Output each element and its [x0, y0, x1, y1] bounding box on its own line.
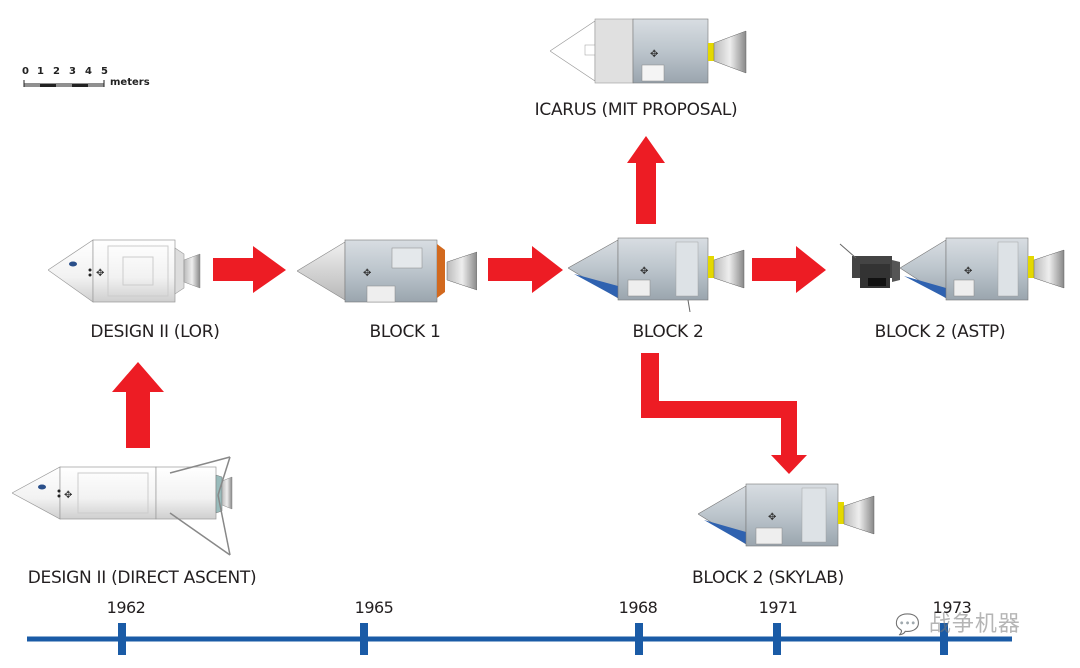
- spacecraft-design2-direct: ✥: [12, 455, 242, 565]
- svg-text:✥: ✥: [64, 490, 72, 501]
- label-design2-direct: DESIGN II (DIRECT ASCENT): [27, 568, 257, 588]
- label-block2: BLOCK 2: [632, 322, 704, 342]
- watermark-text: 战争机器: [928, 612, 1021, 637]
- svg-text:✥: ✥: [768, 512, 776, 523]
- scale-tick-0: 0: [22, 66, 29, 77]
- svg-text:✥: ✥: [363, 268, 371, 279]
- capsule-illustration: ✥: [839, 237, 1065, 301]
- arrow-block2-to-skylab: [641, 353, 807, 474]
- capsule-illustration: ✥: [48, 239, 201, 303]
- year-label-1962: 1962: [106, 598, 146, 617]
- arrow-lor-to-block1: [213, 246, 286, 293]
- scale-tick-4: 4: [85, 66, 92, 77]
- label-block2-skylab: BLOCK 2 (SKYLAB): [692, 568, 844, 588]
- year-label-1973: 1973: [932, 598, 972, 617]
- spacecraft-block1: ✥: [297, 234, 477, 310]
- scale-bar-graphic: [23, 80, 105, 87]
- scale-tick-1: 1: [37, 66, 44, 77]
- scale-unit: meters: [110, 77, 150, 88]
- arrow-block2-to-astp: [752, 246, 826, 293]
- capsule-illustration: ✥: [698, 483, 875, 547]
- svg-text:✥: ✥: [640, 266, 648, 277]
- scale-tick-5: 5: [101, 66, 108, 77]
- wechat-icon: 💬: [895, 612, 921, 636]
- spacecraft-block2-astp: ✥: [838, 232, 1068, 312]
- capsule-illustration: ✥: [297, 239, 477, 303]
- label-block1: BLOCK 1: [369, 322, 441, 342]
- svg-text:✥: ✥: [650, 49, 658, 60]
- year-label-1968: 1968: [618, 598, 658, 617]
- capsule-illustration: ✥: [568, 237, 745, 312]
- year-label-1965: 1965: [354, 598, 394, 617]
- spacecraft-block2: ✥: [568, 232, 748, 312]
- label-icarus: ICARUS (MIT PROPOSAL): [534, 100, 738, 120]
- capsule-illustration: ✥: [550, 18, 747, 84]
- arrow-block2-to-icarus: [627, 136, 665, 224]
- scale-tick-3: 3: [69, 66, 76, 77]
- spacecraft-block2-skylab: ✥: [698, 478, 878, 558]
- spacecraft-icarus: ✥: [550, 13, 760, 89]
- arrow-direct-to-lor: [112, 362, 164, 448]
- scale-tick-2: 2: [53, 66, 60, 77]
- arrow-block1-to-block2: [488, 246, 563, 293]
- year-label-1971: 1971: [758, 598, 798, 617]
- capsule-illustration: ✥: [12, 456, 233, 556]
- label-block2-astp: BLOCK 2 (ASTP): [874, 322, 1006, 342]
- scale-bar: 0 1 2 3 4 5 meters: [22, 66, 150, 90]
- svg-text:✥: ✥: [964, 266, 972, 277]
- watermark: 💬 战争机器: [895, 606, 1021, 638]
- svg-text:✥: ✥: [96, 268, 104, 279]
- spacecraft-design2-lor: ✥: [48, 232, 208, 312]
- label-design2-lor: DESIGN II (LOR): [90, 322, 220, 342]
